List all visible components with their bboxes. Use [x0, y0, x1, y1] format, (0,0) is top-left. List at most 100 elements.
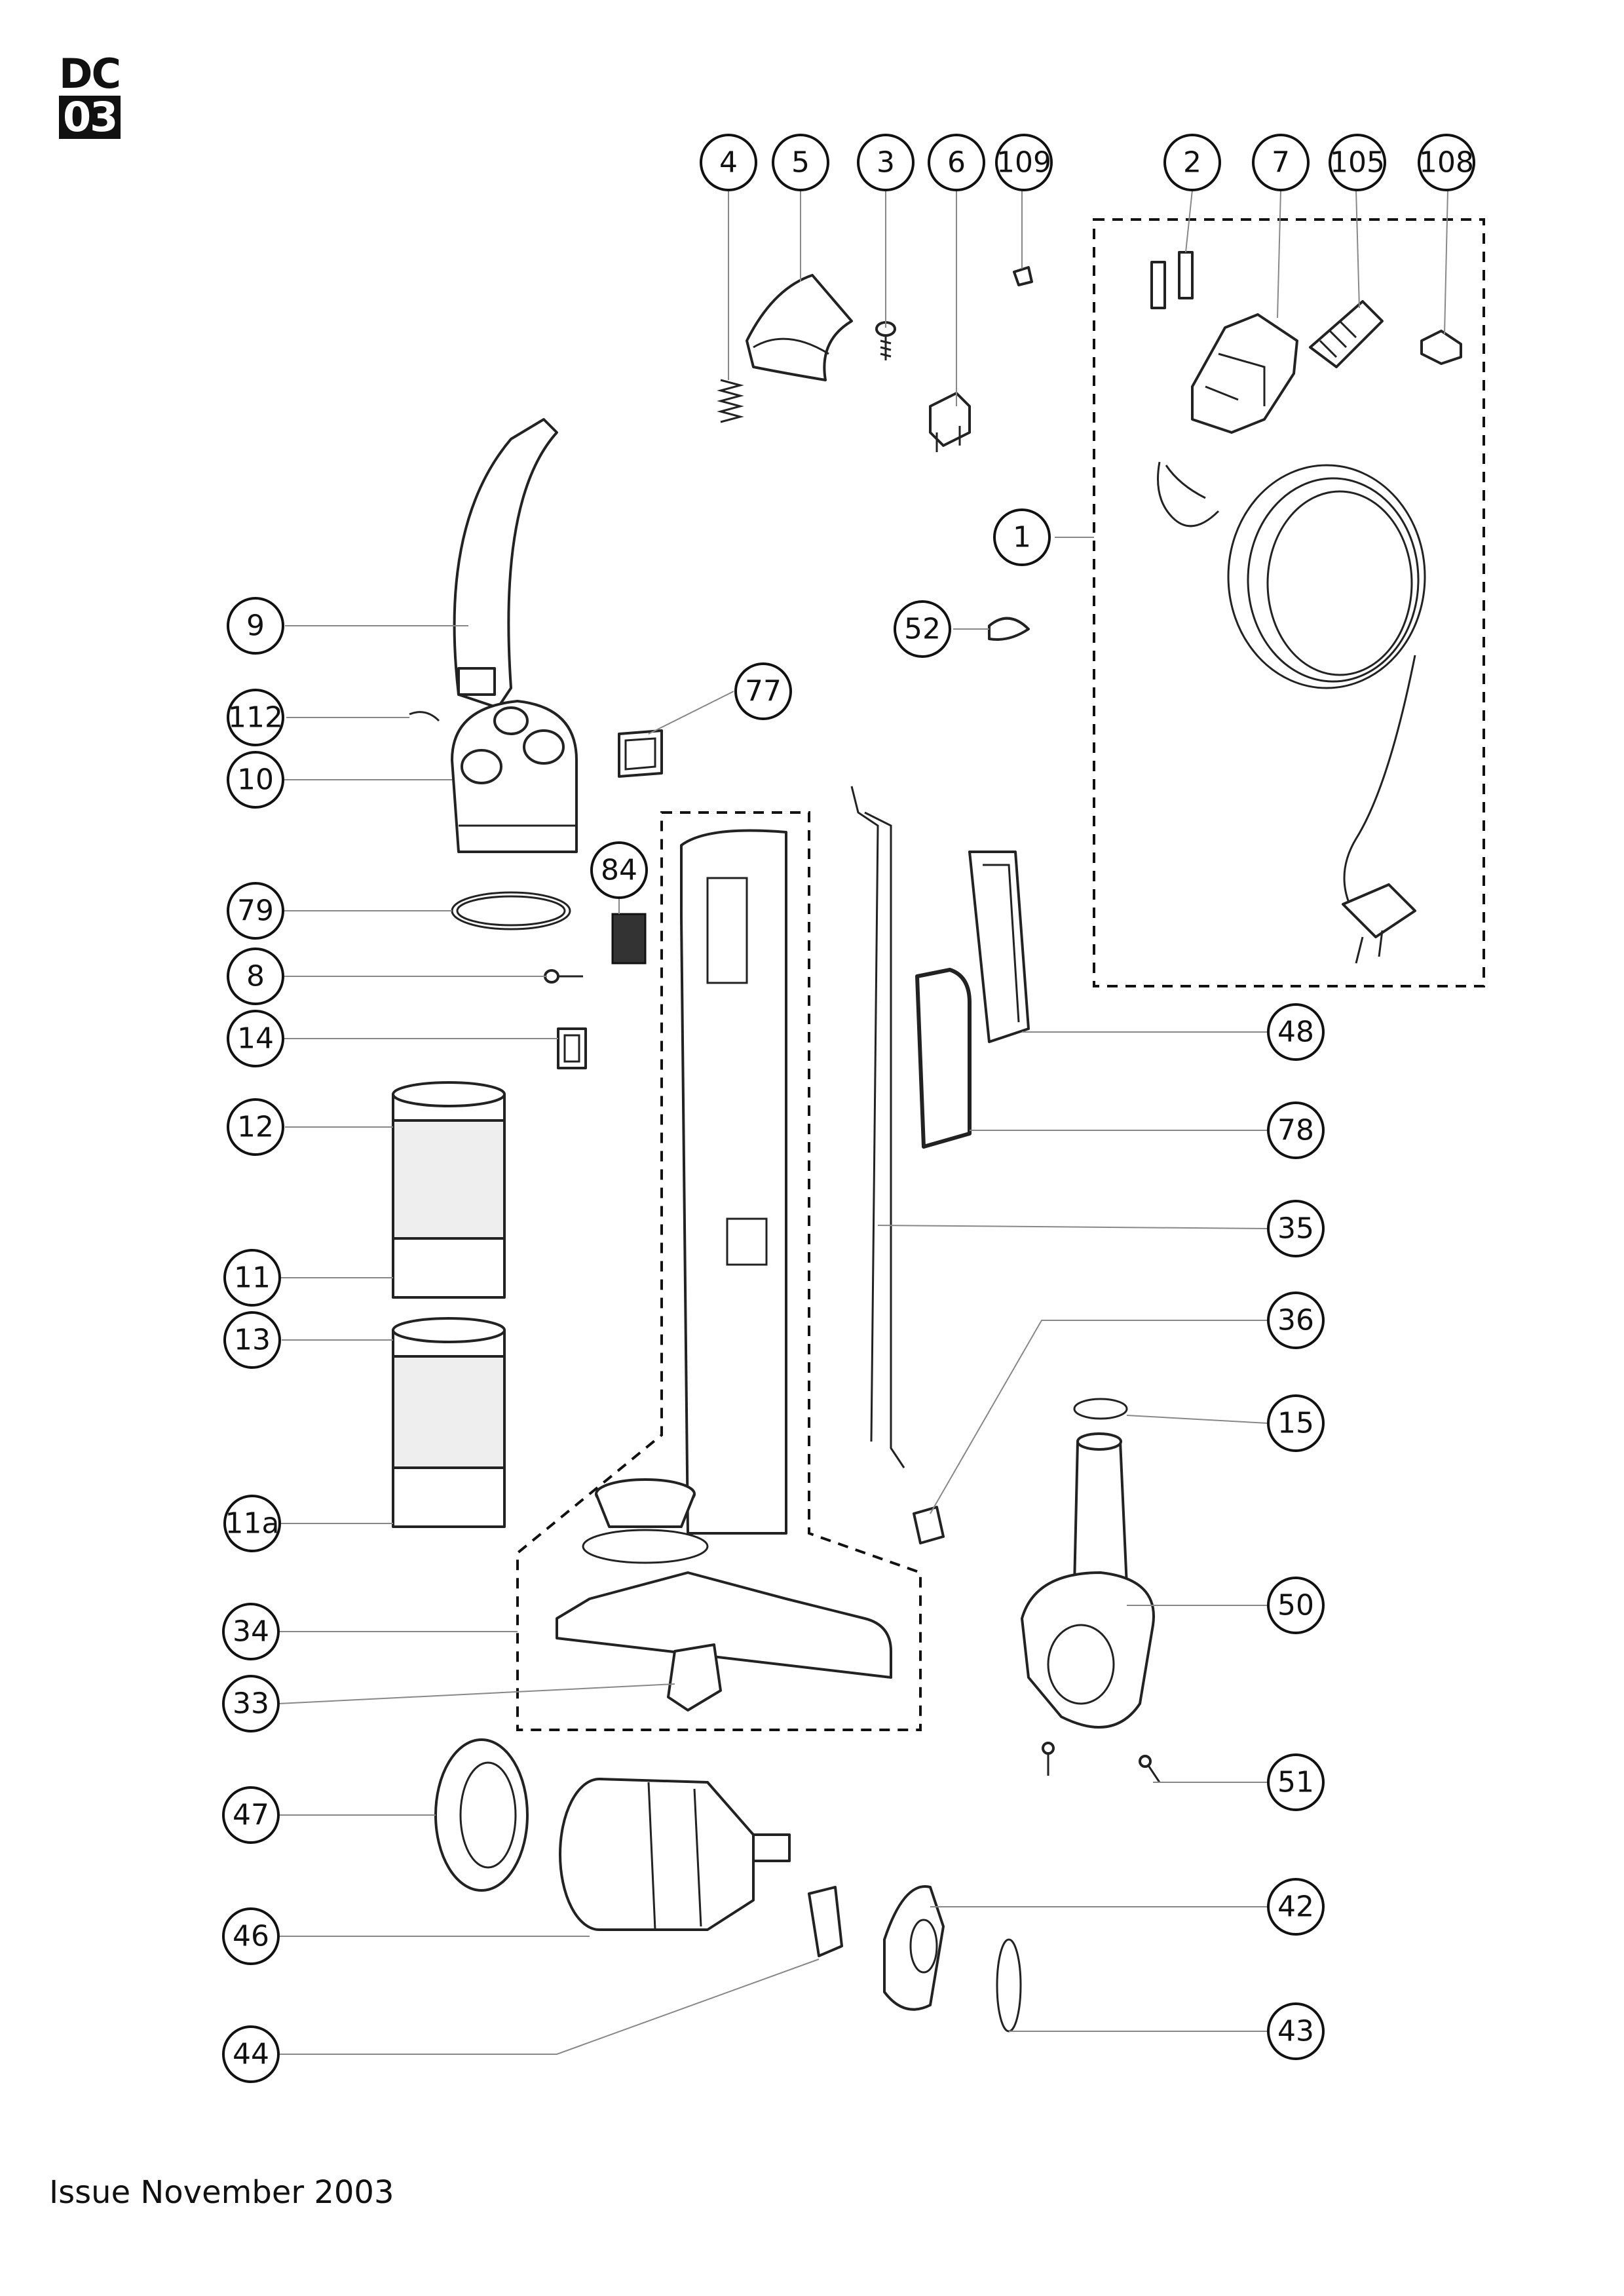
screw-part-3 [875, 321, 896, 360]
motor-part-46 [559, 1778, 791, 1931]
callout-label: 2 [1183, 146, 1201, 180]
callout-48: 48 [1267, 1003, 1325, 1061]
spring-part-4 [717, 379, 744, 423]
callout-9: 9 [227, 597, 284, 655]
callout-label: 4 [719, 146, 738, 180]
cyclone-top-part-10 [451, 700, 578, 853]
callout-36: 36 [1267, 1292, 1325, 1349]
callout-label: 1 [1013, 521, 1031, 554]
callout-33: 33 [222, 1675, 280, 1732]
callout-label: 43 [1277, 2015, 1314, 2048]
filter-pad-part-84 [611, 913, 647, 965]
callout-108: 108 [1418, 134, 1475, 191]
callout-13: 13 [223, 1311, 281, 1369]
gasket-part-44 [808, 1886, 843, 1957]
callout-105: 105 [1329, 134, 1386, 191]
logo-line-2: 03 [59, 96, 121, 139]
callout-label: 15 [1277, 1407, 1314, 1440]
cyclone-bin-parts-12-11 [392, 1081, 506, 1299]
gasket-part-14 [557, 1027, 587, 1069]
callout-label: 51 [1277, 1766, 1314, 1799]
callout-label: 112 [228, 701, 283, 735]
screws-part-51 [1042, 1742, 1161, 1783]
callout-label: 42 [1277, 1890, 1314, 1924]
callout-label: 36 [1277, 1304, 1314, 1337]
main-body-spine-part-34 [556, 829, 892, 1679]
oring-part-79 [451, 891, 571, 930]
callout-label: 11a [225, 1507, 280, 1540]
callout-46: 46 [222, 1907, 280, 1965]
callout-label: 44 [233, 2038, 269, 2071]
switch-part-6 [929, 392, 971, 452]
callout-label: 9 [246, 609, 265, 643]
callout-11: 11 [223, 1249, 281, 1307]
callout-12: 12 [227, 1098, 284, 1156]
callout-34: 34 [222, 1603, 280, 1660]
callout-label: 34 [233, 1615, 269, 1649]
callout-35: 35 [1267, 1200, 1325, 1257]
logo-line-1: DC [59, 50, 121, 98]
callout-77: 77 [734, 662, 792, 720]
cable-clamp-part-105 [1309, 300, 1384, 368]
callout-1: 1 [993, 508, 1051, 566]
callout-3: 3 [857, 134, 915, 191]
seal-part-77 [618, 729, 663, 778]
callout-7: 7 [1252, 134, 1310, 191]
brush-contacts-part-2 [1150, 251, 1194, 309]
callout-42: 42 [1267, 1878, 1325, 1936]
callout-8: 8 [227, 947, 284, 1005]
cyclone-bin-parts-13-11a [392, 1317, 506, 1528]
motor-seal-part-47 [434, 1738, 529, 1892]
callout-label: 8 [246, 960, 265, 993]
brush-part-52 [988, 617, 1030, 641]
callout-112: 112 [227, 689, 284, 746]
callout-15: 15 [1267, 1394, 1325, 1452]
main-body-group-box [516, 811, 922, 1731]
callout-label: 3 [877, 146, 895, 180]
callout-label: 33 [233, 1687, 269, 1721]
callout-label: 47 [233, 1799, 269, 1832]
footswitch-part-33 [667, 1643, 722, 1712]
leader-lines [278, 189, 1448, 2055]
callouts: 4 5 3 6 109 2 7 105 108 1 52 9 112 10 77… [222, 134, 1475, 2083]
callout-51: 51 [1267, 1753, 1325, 1811]
dc03-logo: DC 03 [59, 52, 124, 139]
callout-label: 5 [791, 146, 810, 180]
callout-label: 78 [1277, 1114, 1314, 1147]
callout-5: 5 [772, 134, 829, 191]
callout-2: 2 [1163, 134, 1221, 191]
clip-part-108 [1420, 330, 1462, 365]
callout-6: 6 [928, 134, 985, 191]
callout-78: 78 [1267, 1101, 1325, 1159]
gasket-part-78 [915, 968, 972, 1149]
callout-10: 10 [227, 751, 284, 809]
cover-part-5 [746, 274, 853, 381]
callout-44: 44 [222, 2025, 280, 2083]
callout-52: 52 [894, 600, 951, 658]
callout-43: 43 [1267, 2002, 1325, 2060]
wiring-part-35 [850, 786, 905, 1468]
callout-label: 13 [234, 1324, 271, 1357]
callout-label: 48 [1277, 1016, 1314, 1049]
grommet-part-36 [913, 1506, 945, 1544]
callout-label: 12 [237, 1111, 274, 1144]
callout-label: 14 [237, 1022, 274, 1056]
duct-part-50 [1021, 1432, 1155, 1729]
callout-84: 84 [590, 841, 648, 899]
callout-label: 46 [233, 1920, 269, 1953]
cable-assembly-group-box [1093, 218, 1485, 987]
callout-50: 50 [1267, 1577, 1325, 1634]
cable-retainer-part-7 [1191, 313, 1298, 434]
callout-label: 108 [1419, 146, 1474, 180]
filter-disc-part-43 [996, 1938, 1022, 2033]
callout-label: 77 [745, 675, 782, 708]
callout-label: 7 [1272, 146, 1290, 180]
clip-part-109 [1013, 266, 1033, 286]
cover-part-48 [968, 851, 1030, 1043]
callout-4: 4 [700, 134, 757, 191]
clip-part-112 [409, 711, 440, 722]
callout-label: 105 [1330, 146, 1385, 180]
screw-part-8 [544, 969, 583, 984]
callout-109: 109 [995, 134, 1053, 191]
